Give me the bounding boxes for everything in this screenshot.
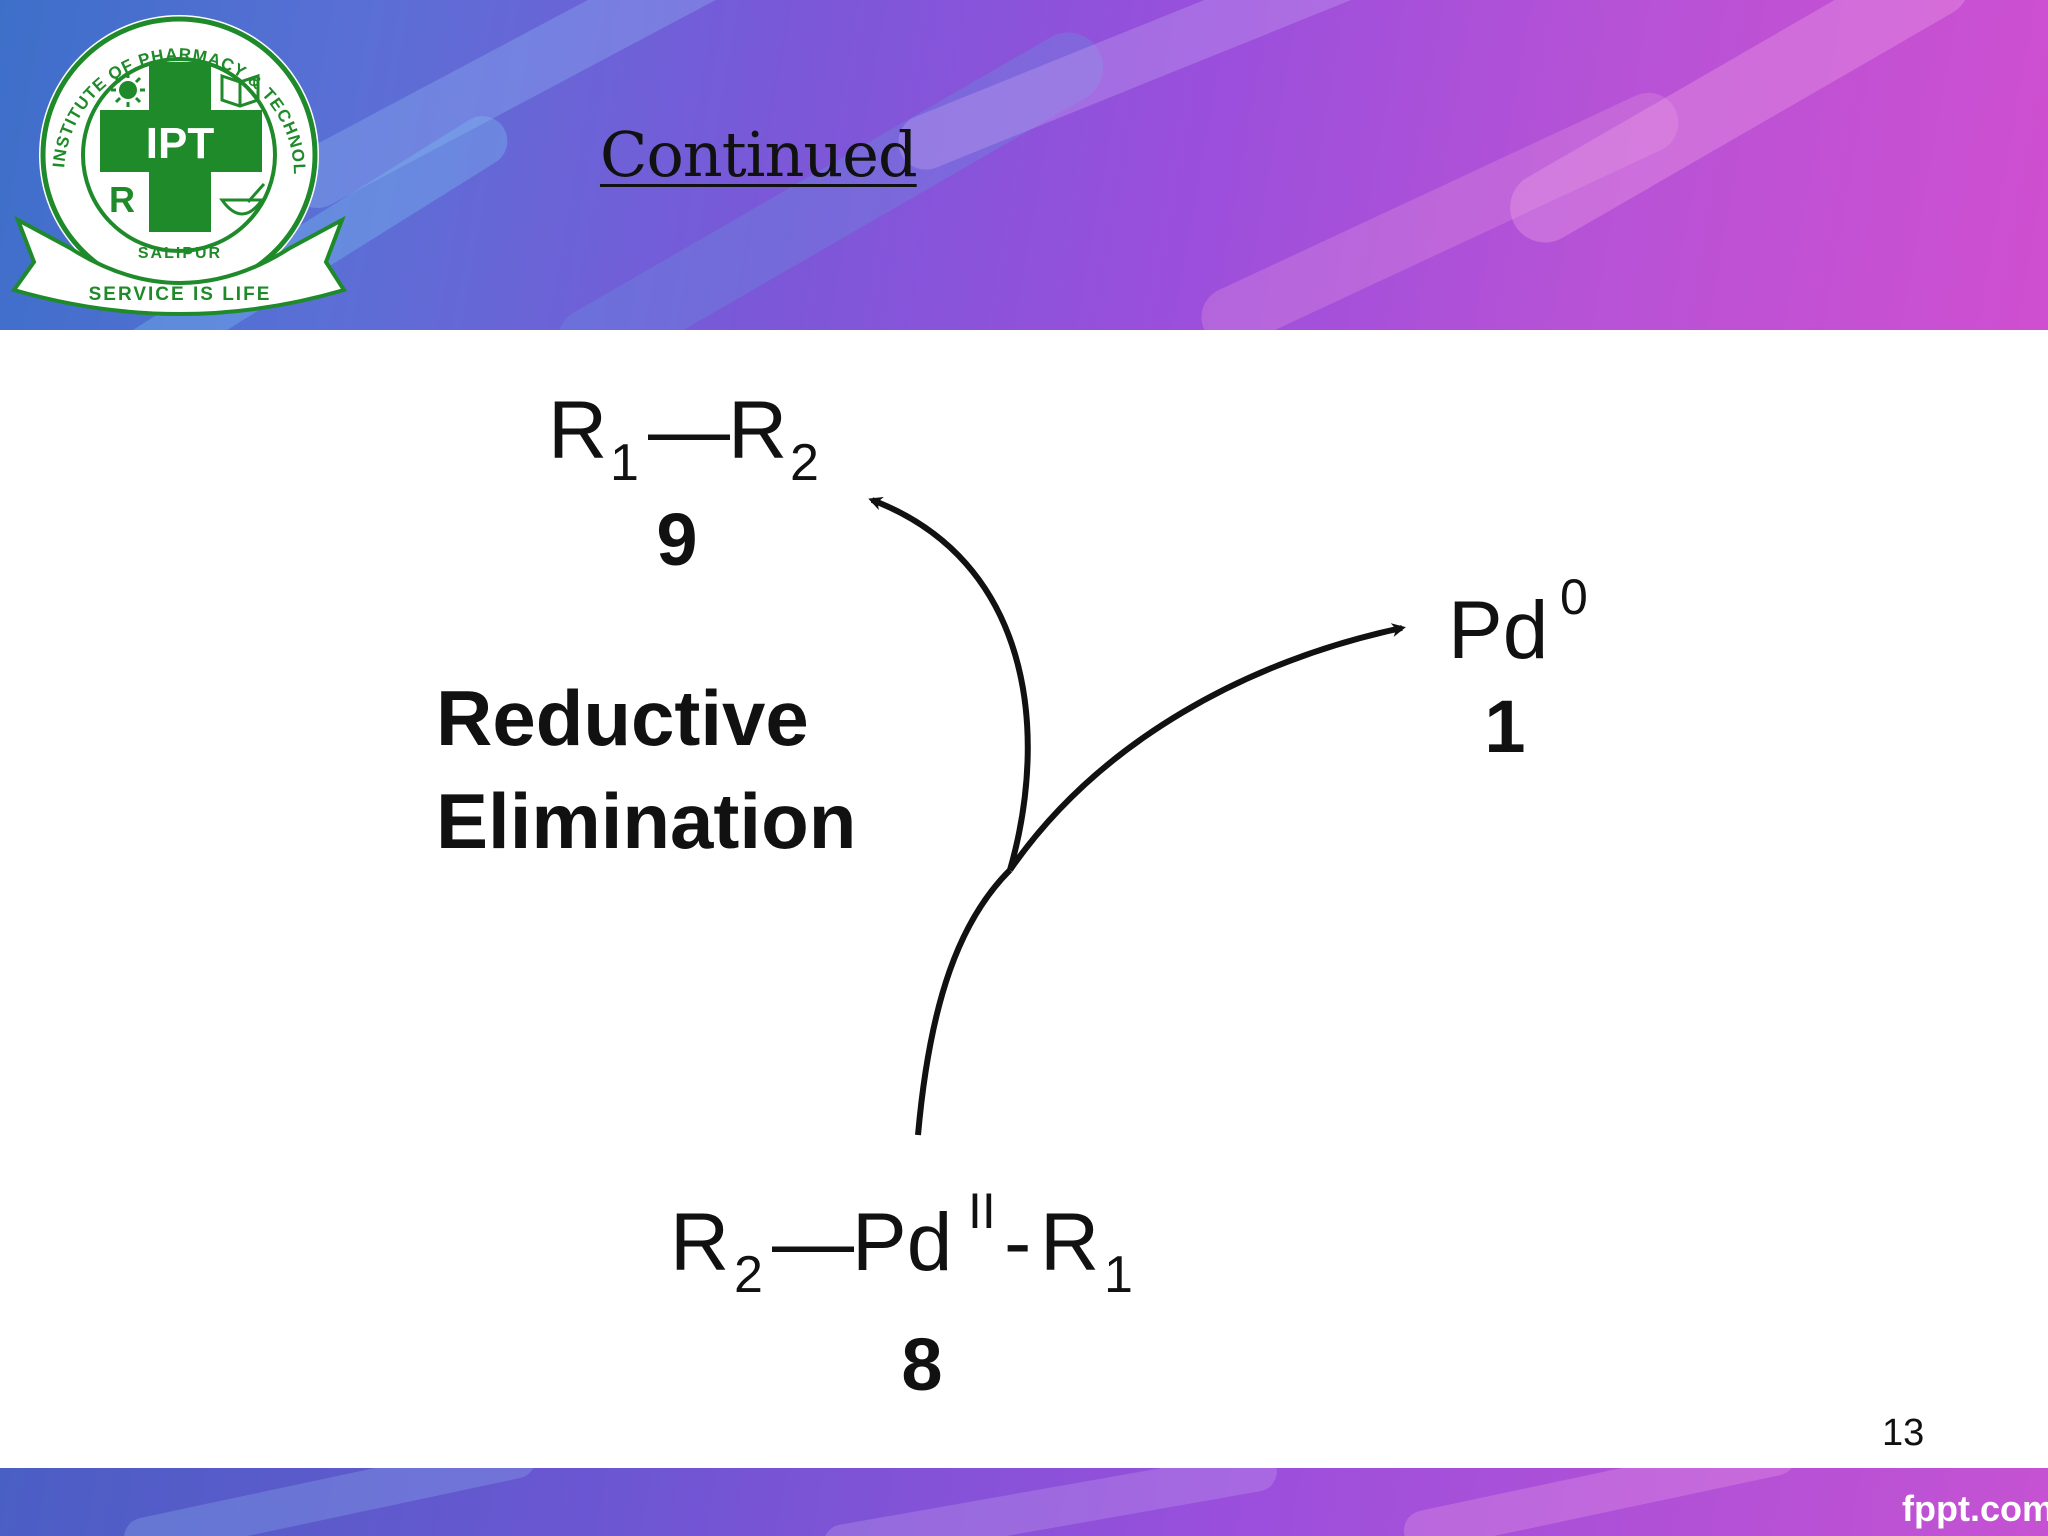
sun-icon [111,73,145,107]
intermediate-r1: R [1040,1197,1099,1288]
arrow-to-catalyst [1007,623,1406,872]
institute-logo: INSTITUTE OF PHARMACY & TECHNOLOGY IPT R… [4,0,348,316]
header-banner [0,0,2048,330]
intermediate-formula: R 2 — Pd II - R 1 [670,1183,1133,1304]
catalyst-formula: Pd 0 [1448,569,1588,676]
product-r2: R [728,385,787,476]
logo-cross-horizontal [100,110,262,172]
logo-monogram: IPT [146,119,215,168]
mortar-pestle-icon [219,183,266,216]
product-r1: R [548,385,607,476]
intermediate-oxidation-state: II [968,1183,996,1239]
intermediate-link: - [1004,1197,1031,1288]
step-label-line2: Elimination [436,777,856,865]
arrow-to-product [868,497,1031,871]
catalyst-number: 1 [1484,685,1525,768]
logo-location: SALIPUR [138,245,222,262]
logo-ring-inner [81,57,277,253]
catalyst-superscript: 0 [1560,569,1588,625]
intermediate-r2: R [670,1197,729,1288]
arrow-base-curve [915,867,1013,1136]
slide-title: Continued [600,118,918,191]
intermediate-number: 8 [901,1323,942,1406]
footer-banner [0,1468,2048,1536]
product-r2-subscript: 2 [790,434,819,492]
product-r1-subscript: 1 [610,434,639,492]
intermediate-r2-subscript: 2 [734,1246,763,1304]
product-formula: R 1 — R 2 [548,385,819,492]
logo-motto: SERVICE IS LIFE [89,284,272,305]
intermediate-bond: — [772,1197,854,1288]
intermediate-metal: Pd [852,1197,952,1288]
rx-symbol: R [109,179,135,220]
page-number: 13 [1882,1412,1925,1454]
brand-watermark: fppt.com [1902,1488,2048,1529]
book-icon [220,73,260,108]
logo-ribbon [10,215,348,316]
product-bond: — [648,385,730,476]
step-label-line1: Reductive [436,674,809,762]
product-number: 9 [656,498,697,581]
intermediate-r1-subscript: 1 [1104,1246,1133,1304]
catalyst-symbol: Pd [1448,585,1548,676]
